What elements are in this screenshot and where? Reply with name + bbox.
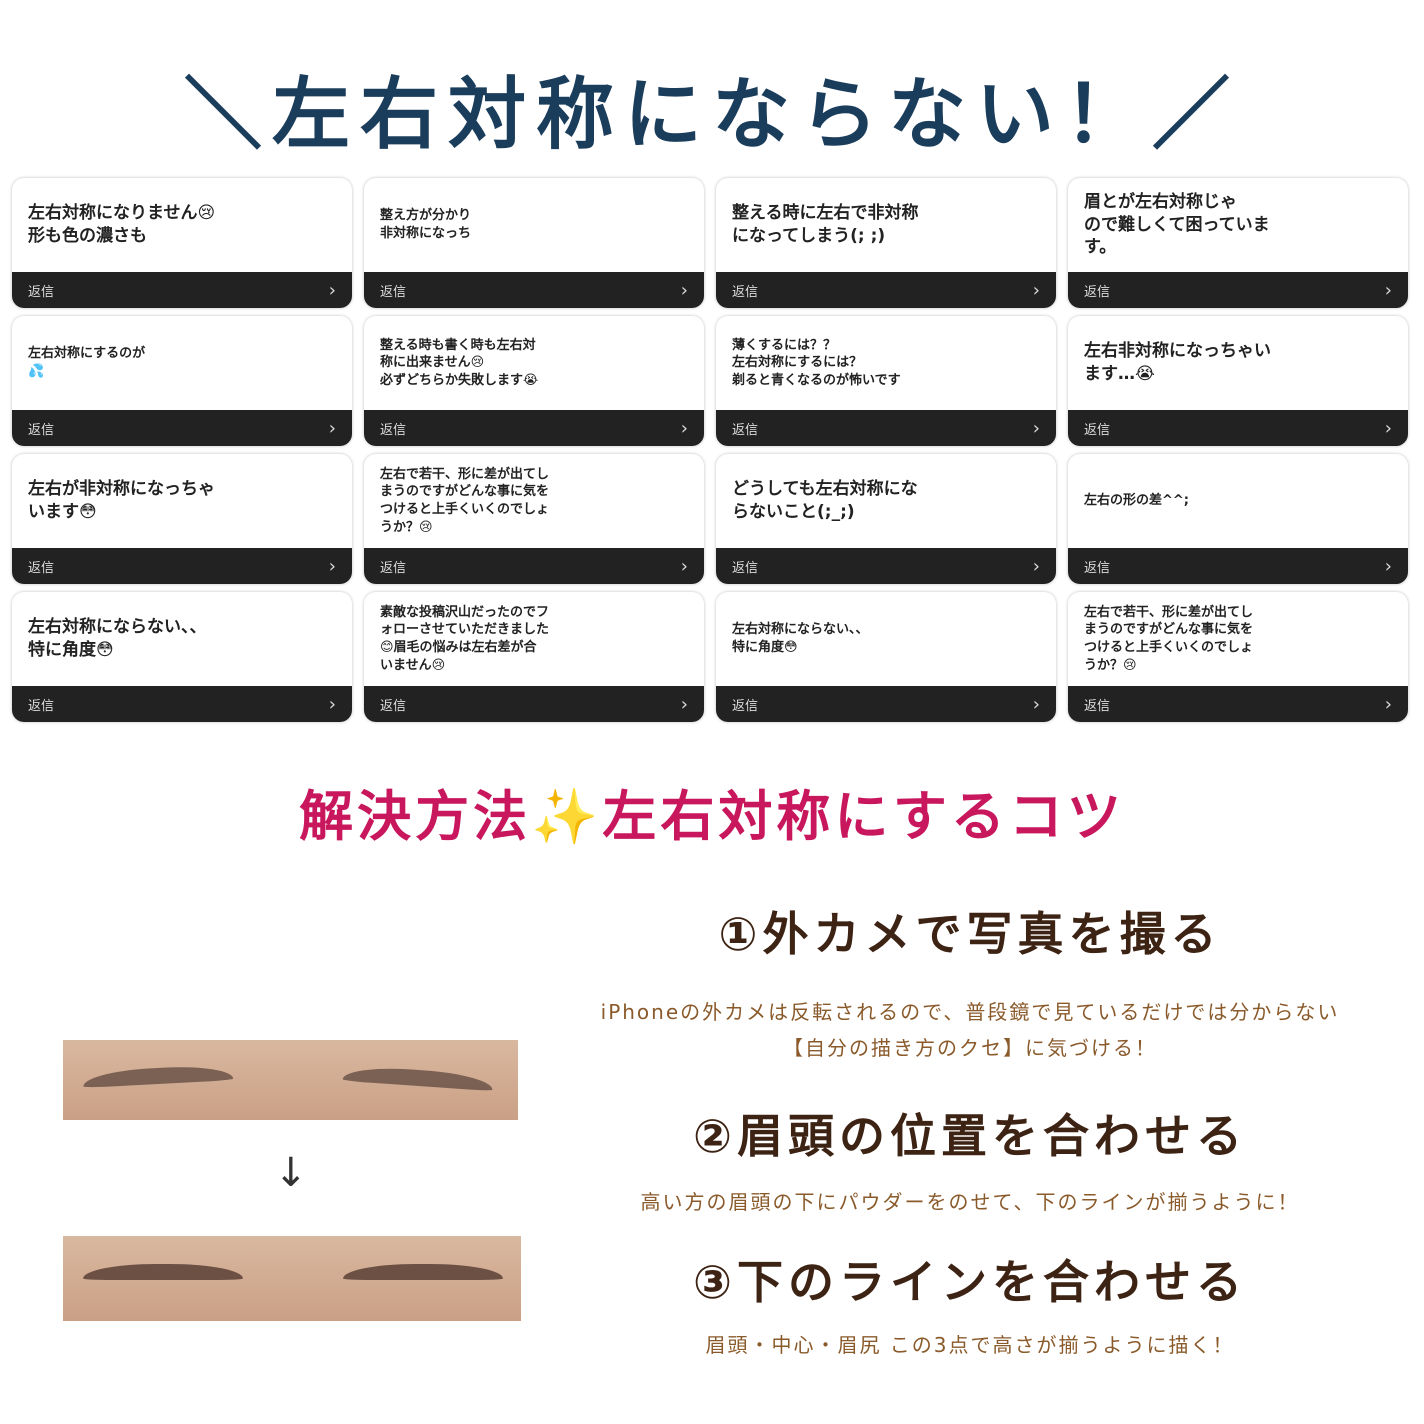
eyebrow-right [343, 1264, 503, 1280]
chevron-right-icon: › [1032, 693, 1040, 715]
reply-label: 返信 [732, 284, 759, 300]
comment-card: 眉とが左右対称じゃ ので難しくて困っていま す。 返信 › [1068, 178, 1408, 308]
chevron-right-icon: › [680, 555, 688, 577]
chevron-right-icon: › [1384, 279, 1392, 301]
reply-bar[interactable]: 返信 › [12, 686, 352, 722]
page-title: ＼左右対称にならない！／ [183, 70, 1240, 160]
reply-label: 返信 [380, 422, 407, 438]
reply-bar[interactable]: 返信 › [1068, 272, 1408, 308]
reply-label: 返信 [380, 698, 407, 714]
tip-1-text: iPhoneの外カメは反転されるので、普段鏡で見ているだけでは分からない 【自分… [600, 1000, 1340, 1060]
eyebrow-right [342, 1064, 494, 1092]
solution-heading: 解決方法✨左右対称にするコツ [299, 785, 1125, 848]
reply-label: 返信 [1084, 698, 1111, 714]
reply-label: 返信 [28, 422, 55, 438]
comment-card: 薄くするには？？ 左右対称にするには？ 剃ると青くなるのが怖いです 返信 › [716, 316, 1056, 446]
reply-bar[interactable]: 返信 › [716, 686, 1056, 722]
comment-text: 左右対称にならない、、 特に角度😳 [28, 617, 207, 660]
tip-3-text: 眉頭・中心・眉尻 この3点で高さが揃うように描く！ [705, 1333, 1235, 1357]
comment-text: 左右で若干、形に差が出てし まうのですがどんな事に気を つけると上手くいくのでし… [380, 466, 550, 535]
reply-label: 返信 [28, 284, 55, 300]
comment-card: 整える時に左右で非対称 になってしまう(; ;) 返信 › [716, 178, 1056, 308]
comment-text: 左右が非対称になっちゃ います😳 [28, 479, 215, 522]
comment-text: 整える時も書く時も左右対 称に出来ません😢 必ずどちらか失敗します😭 [380, 337, 539, 388]
comment-card: 左右対称にならない、、 特に角度😳 返信 › [716, 592, 1056, 722]
reply-bar[interactable]: 返信 › [716, 548, 1056, 584]
reply-bar[interactable]: 返信 › [716, 410, 1056, 446]
reply-label: 返信 [1084, 284, 1111, 300]
reply-bar[interactable]: 返信 › [364, 272, 704, 308]
comment-text: 左右対称にするのが 💦 [28, 346, 146, 379]
eyebrow-photo-before [63, 1040, 518, 1120]
reply-label: 返信 [732, 560, 759, 576]
reply-bar[interactable]: 返信 › [1068, 548, 1408, 584]
chevron-right-icon: › [680, 417, 688, 439]
reply-label: 返信 [732, 422, 759, 438]
comment-text: 素敵な投稿沢山だったのでフ ォローさせていただきました 😊眉毛の悩みは左右差が合… [380, 604, 550, 673]
tip-1-heading: ①外カメで写真を撮る [718, 907, 1222, 961]
arrow-down-icon: ↓ [274, 1150, 308, 1196]
comment-text: 左右で若干、形に差が出てし まうのですがどんな事に気を つけると上手くいくのでし… [1084, 604, 1254, 673]
chevron-right-icon: › [328, 555, 336, 577]
chevron-right-icon: › [1032, 279, 1040, 301]
chevron-right-icon: › [1384, 555, 1392, 577]
comment-card: 素敵な投稿沢山だったのでフ ォローさせていただきました 😊眉毛の悩みは左右差が合… [364, 592, 704, 722]
comment-text: どうしても左右対称にな らないこと(;_;) [732, 479, 918, 522]
reply-label: 返信 [380, 560, 407, 576]
reply-bar[interactable]: 返信 › [364, 410, 704, 446]
comment-card: 左右で若干、形に差が出てし まうのですがどんな事に気を つけると上手くいくのでし… [364, 454, 704, 584]
reply-label: 返信 [732, 698, 759, 714]
comment-text: 整える時に左右で非対称 になってしまう(; ;) [732, 203, 919, 246]
comment-card: 左右対称にするのが 💦 返信 › [12, 316, 352, 446]
chevron-right-icon: › [328, 693, 336, 715]
reply-label: 返信 [1084, 422, 1111, 438]
comment-card: 整え方が分かり 非対称になっち 返信 › [364, 178, 704, 308]
comment-text: 左右対称にならない、、 特に角度😳 [732, 622, 869, 655]
comment-card: 左右で若干、形に差が出てし まうのですがどんな事に気を つけると上手くいくのでし… [1068, 592, 1408, 722]
comment-text: 左右対称になりません😢 形も色の濃さも [28, 203, 216, 246]
comment-card: 左右が非対称になっちゃ います😳 返信 › [12, 454, 352, 584]
comment-card: 左右対称にならない、、 特に角度😳 返信 › [12, 592, 352, 722]
chevron-right-icon: › [1384, 417, 1392, 439]
tip-2-heading: ②眉頭の位置を合わせる [693, 1109, 1247, 1163]
reply-bar[interactable]: 返信 › [12, 272, 352, 308]
tip-3-heading: ③下のラインを合わせる [693, 1255, 1247, 1309]
comment-card: 左右非対称になっちゃい ます…😭 返信 › [1068, 316, 1408, 446]
comment-card: 左右の形の差^^; 返信 › [1068, 454, 1408, 584]
comment-text: 薄くするには？？ 左右対称にするには？ 剃ると青くなるのが怖いです [732, 337, 901, 388]
chevron-right-icon: › [1032, 417, 1040, 439]
reply-bar[interactable]: 返信 › [1068, 410, 1408, 446]
tip-2-text: 高い方の眉頭の下にパウダーをのせて、下のラインが揃うように！ [640, 1190, 1300, 1214]
reply-bar[interactable]: 返信 › [716, 272, 1056, 308]
chevron-right-icon: › [328, 417, 336, 439]
reply-label: 返信 [28, 698, 55, 714]
chevron-right-icon: › [328, 279, 336, 301]
reply-bar[interactable]: 返信 › [364, 686, 704, 722]
chevron-right-icon: › [1384, 693, 1392, 715]
eyebrow-left [82, 1064, 234, 1088]
comment-card: 左右対称になりません😢 形も色の濃さも 返信 › [12, 178, 352, 308]
comment-text: 眉とが左右対称じゃ ので難しくて困っていま す。 [1084, 191, 1270, 258]
chevron-right-icon: › [680, 279, 688, 301]
comment-text: 左右の形の差^^; [1084, 493, 1189, 509]
comment-text: 整え方が分かり 非対称になっち [380, 208, 472, 241]
chevron-right-icon: › [680, 693, 688, 715]
comment-card: 整える時も書く時も左右対 称に出来ません😢 必ずどちらか失敗します😭 返信 › [364, 316, 704, 446]
reply-bar[interactable]: 返信 › [12, 410, 352, 446]
eyebrow-left [83, 1264, 243, 1280]
reply-label: 返信 [28, 560, 55, 576]
chevron-right-icon: › [1032, 555, 1040, 577]
reply-bar[interactable]: 返信 › [12, 548, 352, 584]
eyebrow-photo-after [63, 1236, 521, 1321]
reply-label: 返信 [1084, 560, 1111, 576]
comment-text: 左右非対称になっちゃい ます…😭 [1084, 341, 1271, 384]
reply-bar[interactable]: 返信 › [1068, 686, 1408, 722]
reply-label: 返信 [380, 284, 407, 300]
reply-bar[interactable]: 返信 › [364, 548, 704, 584]
comment-card: どうしても左右対称にな らないこと(;_;) 返信 › [716, 454, 1056, 584]
